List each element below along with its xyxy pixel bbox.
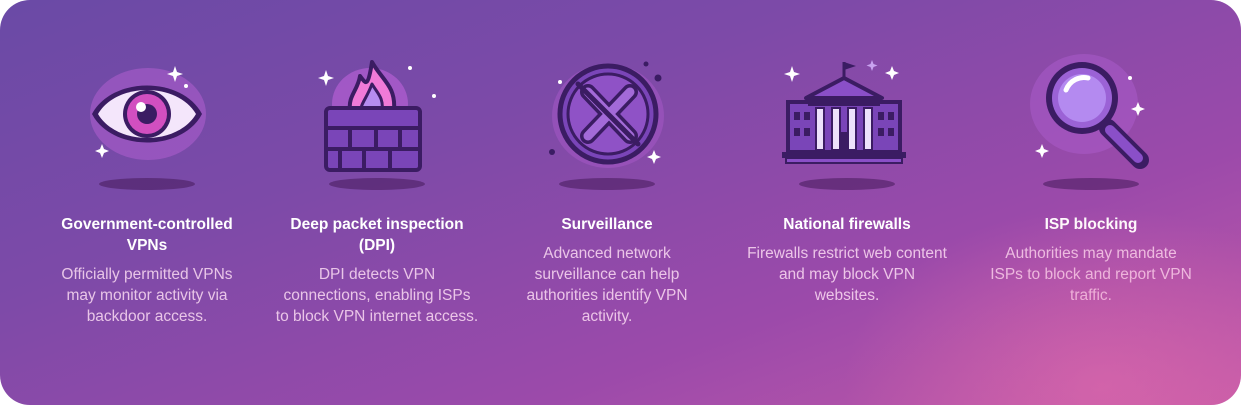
feature-description: Authorities may mandate ISPs to block an…	[990, 245, 1192, 304]
icon-shadow	[799, 178, 895, 190]
eye-icon	[82, 52, 212, 182]
feature-title: ISP blocking	[1044, 216, 1138, 233]
icon-shadow	[1043, 178, 1139, 190]
feature-surveillance: Surveillance Advanced network surveillan…	[487, 0, 727, 405]
feature-dpi: Deep packet inspection (DPI) DPI detects…	[257, 0, 497, 405]
feature-title: Government-controlled VPNs	[61, 216, 233, 254]
feature-title: National firewalls	[783, 216, 911, 233]
feature-description: Officially permitted VPNs may monitor ac…	[61, 266, 233, 325]
feature-government-vpns: Government-controlled VPNs Officially pe…	[27, 0, 267, 405]
blocked-circle-icon	[542, 52, 672, 182]
icon-shadow	[329, 178, 425, 190]
feature-title: Deep packet inspection (DPI)	[290, 216, 464, 254]
feature-title: Surveillance	[561, 216, 653, 233]
feature-isp-blocking: ISP blocking Authorities may mandate ISP…	[971, 0, 1211, 405]
firewall-flame-icon	[312, 52, 442, 182]
feature-description: DPI detects VPN connections, enabling IS…	[275, 266, 479, 325]
feature-description: Firewalls restrict web content and may b…	[747, 245, 947, 304]
feature-national-firewalls: National firewalls Firewalls restrict we…	[727, 0, 967, 405]
icon-shadow	[99, 178, 195, 190]
magnifying-glass-icon	[1026, 52, 1156, 182]
icon-shadow	[559, 178, 655, 190]
feature-description: Advanced network surveillance can help a…	[526, 245, 688, 325]
government-building-icon	[782, 52, 912, 182]
